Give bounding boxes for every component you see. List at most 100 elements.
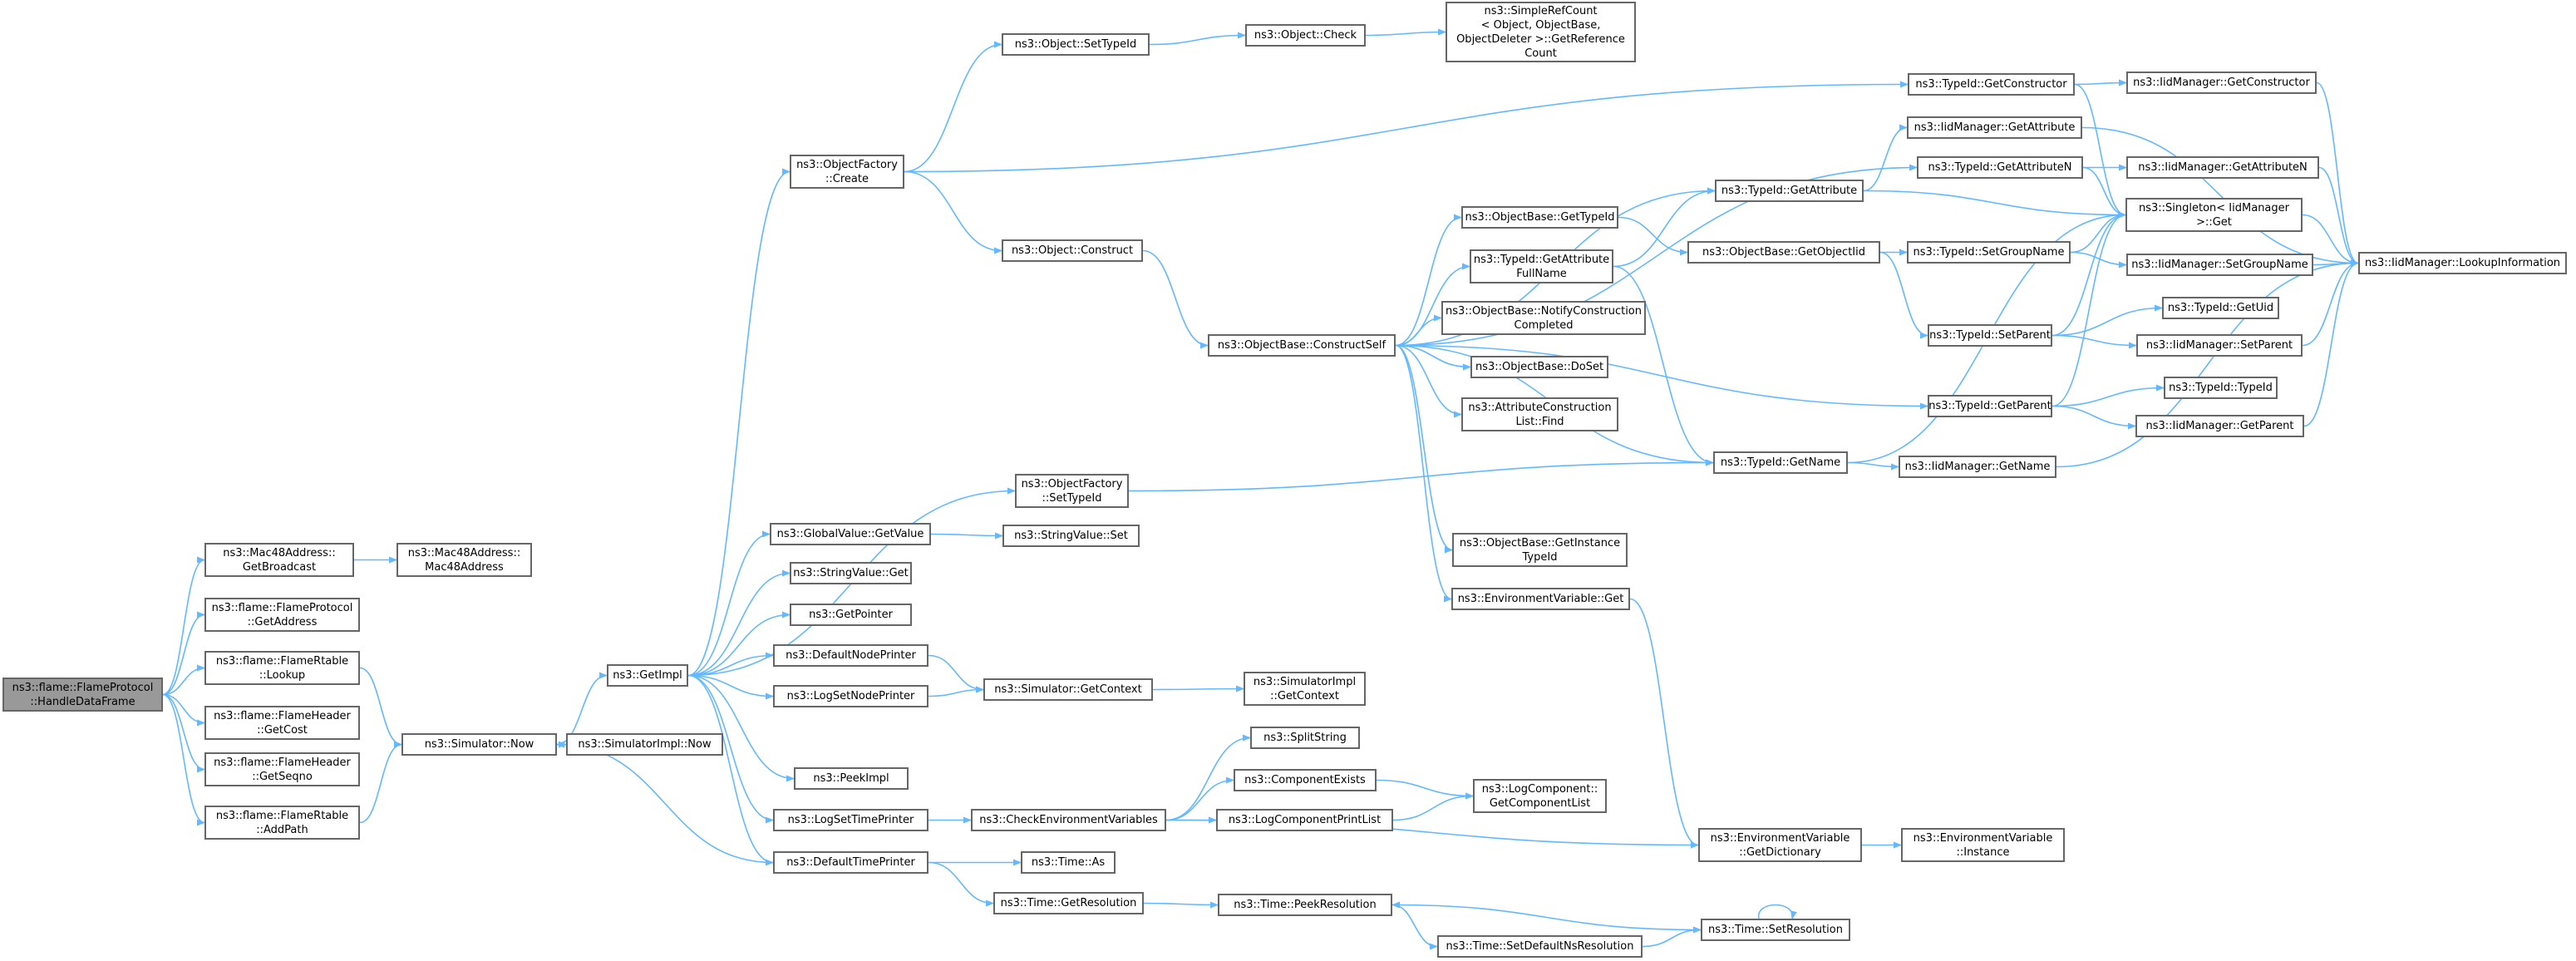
node-iid-getattributen[interactable]: ns3::IidManager::GetAttributeN (2126, 156, 2319, 179)
node-obj-construct[interactable]: ns3::Object::Construct (1002, 239, 1143, 262)
node-ob-doset[interactable]: ns3::ObjectBase::DoSet (1470, 356, 1608, 378)
node-envvar-getdict[interactable]: ns3::EnvironmentVariable::GetDictionary (1698, 828, 1862, 862)
node-of-create[interactable]: ns3::ObjectFactory::Create (790, 155, 904, 189)
node-ob-constructself[interactable]: ns3::ObjectBase::ConstructSelf (1208, 334, 1396, 357)
node-label-line: ns3::IidManager::GetAttribute (1914, 121, 2076, 134)
node-singleton-get[interactable]: ns3::Singleton< IidManager >::Get (2125, 198, 2303, 232)
node-tid-setgroupname[interactable]: ns3::TypeId::SetGroupName (1907, 241, 2071, 264)
edge-singleton-get-to-iid-lookupinfo (2302, 214, 2359, 267)
node-defaulttimeprinter[interactable]: ns3::DefaultTimePrinter (773, 851, 928, 874)
node-of-settypeid[interactable]: ns3::ObjectFactory::SetTypeId (1015, 474, 1129, 508)
edge-root-to-frt-addpath (162, 693, 205, 826)
node-componentexists[interactable]: ns3::ComponentExists (1234, 769, 1377, 791)
node-iid-getattribute[interactable]: ns3::IidManager::GetAttribute (1907, 116, 2082, 139)
edge-obj-settypeid-to-obj-check (1149, 32, 1246, 46)
node-frt-lookup[interactable]: ns3::flame::FlameRtable::Lookup (204, 651, 360, 685)
edge-tid-setgroupname-to-iid-setgroupname (2070, 251, 2127, 269)
node-label-line: ns3::IidManager::GetConstructor (2133, 76, 2310, 89)
node-logsettimeprinter[interactable]: ns3::LogSetTimePrinter (773, 809, 928, 831)
edge-getimpl-to-sv-get (687, 569, 791, 677)
edge-root-to-frt-lookup (162, 664, 205, 696)
node-frt-addpath[interactable]: ns3::flame::FlameRtable::AddPath (204, 806, 360, 840)
node-tid-getattribute[interactable]: ns3::TypeId::GetAttribute (1715, 180, 1864, 202)
node-tid-getattributen[interactable]: ns3::TypeId::GetAttributeN (1917, 156, 2083, 179)
node-ob-gettypeid[interactable]: ns3::ObjectBase::GetTypeId (1461, 206, 1618, 229)
node-tid-getconstructor[interactable]: ns3::TypeId::GetConstructor (1908, 73, 2075, 96)
edge-envvar-get-to-envvar-getdict (1629, 598, 1699, 849)
node-iid-setgroupname[interactable]: ns3::IidManager::SetGroupName (2126, 254, 2313, 276)
node-logcomp-getlist[interactable]: ns3::LogComponent::GetComponentList (1473, 779, 1607, 813)
node-obj-check[interactable]: ns3::Object::Check (1245, 24, 1366, 47)
node-iid-getparent[interactable]: ns3::IidManager::GetParent (2135, 415, 2304, 437)
node-getpointer[interactable]: ns3::GetPointer (790, 604, 912, 626)
edge-root-to-fh-getcost (162, 693, 205, 727)
node-mac-getbroadcast[interactable]: ns3::Mac48Address::GetBroadcast (204, 543, 354, 577)
node-obj-settypeid[interactable]: ns3::Object::SetTypeId (1002, 33, 1150, 56)
node-sv-get[interactable]: ns3::StringValue::Get (790, 562, 912, 584)
node-label-line: ns3::IidManager::GetName (1904, 461, 2051, 473)
node-checkenvvars[interactable]: ns3::CheckEnvironmentVariables (971, 809, 1166, 831)
node-time-setresolution[interactable]: ns3::Time::SetResolution (1701, 919, 1850, 941)
node-label-line: ns3::TypeId::GetAttributeN (1928, 161, 2072, 174)
node-logsetnodeprinter[interactable]: ns3::LogSetNodePrinter (773, 685, 928, 707)
node-tid-setparent[interactable]: ns3::TypeId::SetParent (1928, 324, 2052, 347)
node-label-line: TypeId (1522, 550, 1558, 564)
node-tid-getname[interactable]: ns3::TypeId::GetName (1713, 451, 1848, 474)
node-peekimpl[interactable]: ns3::PeekImpl (794, 767, 909, 790)
node-label-line: ns3::Simulator::Now (424, 738, 534, 751)
node-sim-getcontext[interactable]: ns3::Simulator::GetContext (983, 678, 1153, 701)
node-label-line: ns3::EnvironmentVariable (1710, 831, 1850, 845)
node-iid-lookupinfo[interactable]: ns3::IidManager::LookupInformation (2358, 252, 2567, 274)
node-defaultnodeprinter[interactable]: ns3::DefaultNodePrinter (773, 644, 928, 667)
node-envvar-get[interactable]: ns3::EnvironmentVariable::Get (1451, 588, 1630, 610)
node-tid-typeid[interactable]: ns3::TypeId::TypeId (2164, 377, 2278, 399)
node-label-line: ns3::flame::FlameRtable (215, 809, 349, 822)
node-iid-getname[interactable]: ns3::IidManager::GetName (1899, 456, 2056, 478)
node-mac-ctor[interactable]: ns3::Mac48Address::Mac48Address (396, 543, 532, 577)
node-label-line: ns3::GetPointer (809, 609, 893, 621)
edge-ob-getobjectiid-to-tid-setparent (1879, 251, 1928, 339)
node-fh-getseqno[interactable]: ns3::flame::FlameHeader::GetSeqno (204, 752, 360, 786)
edge-ob-constructself-to-tid-getparent (1395, 344, 1928, 410)
node-splitstring[interactable]: ns3::SplitString (1250, 727, 1360, 749)
node-srefcount[interactable]: ns3::SimpleRefCount< Object, ObjectBase,… (1446, 2, 1636, 62)
node-iid-getconstructor[interactable]: ns3::IidManager::GetConstructor (2126, 71, 2317, 94)
node-envvar-instance[interactable]: ns3::EnvironmentVariable::Instance (1901, 828, 2065, 862)
node-time-setdefaultns[interactable]: ns3::Time::SetDefaultNsResolution (1437, 935, 1643, 958)
node-label-line: ::GetAddress (247, 615, 318, 628)
node-simimpl-now[interactable]: ns3::SimulatorImpl::Now (566, 733, 723, 756)
node-label-line: ns3::TypeId::GetParent (1928, 400, 2051, 412)
edge-checkenvvars-to-componentexists (1165, 776, 1234, 821)
node-logcomponentprintlist[interactable]: ns3::LogComponentPrintList (1216, 809, 1393, 831)
edge-tid-setparent-to-iid-setparent (2051, 334, 2137, 349)
node-sv-set[interactable]: ns3::StringValue::Set (1002, 525, 1140, 547)
node-time-getresolution[interactable]: ns3::Time::GetResolution (993, 892, 1144, 914)
edge-frt-addpath-to-sim-now (359, 741, 402, 824)
node-gv-getvalue[interactable]: ns3::GlobalValue::GetValue (770, 523, 931, 545)
node-time-peekresolution[interactable]: ns3::Time::PeekResolution (1218, 894, 1392, 916)
edge-of-create-to-obj-construct (904, 170, 1002, 254)
edge-getimpl-to-of-create (687, 168, 791, 677)
edge-tid-getattribute-to-singleton-get (1863, 190, 2126, 219)
node-tid-getparent[interactable]: ns3::TypeId::GetParent (1928, 395, 2052, 417)
node-fp-getaddress[interactable]: ns3::flame::FlameProtocol::GetAddress (204, 598, 360, 632)
edge-root-to-fh-getseqno (162, 693, 205, 773)
edge-iid-getconstructor-to-iid-lookupinfo (2316, 81, 2359, 267)
node-ob-getobjectiid[interactable]: ns3::ObjectBase::GetObjectIid (1687, 241, 1880, 264)
node-label-line: ns3::TypeId::GetUid (2167, 302, 2274, 314)
node-time-as[interactable]: ns3::Time::As (1021, 851, 1116, 874)
node-sim-now[interactable]: ns3::Simulator::Now (401, 733, 557, 756)
node-label-line: ns3::Time::PeekResolution (1234, 899, 1377, 911)
edge-time-setresolution-to-time-peekresolution (1391, 901, 1702, 931)
node-simimpl-getcontext[interactable]: ns3::SimulatorImpl::GetContext (1244, 672, 1366, 706)
node-iid-setparent[interactable]: ns3::IidManager::SetParent (2136, 334, 2303, 357)
edge-tid-setparent-to-tid-getuid (2051, 304, 2163, 337)
node-label-line: ns3::TypeId::SetParent (1929, 329, 2051, 342)
node-fh-getcost[interactable]: ns3::flame::FlameHeader::GetCost (204, 706, 360, 740)
node-tid-getuid[interactable]: ns3::TypeId::GetUid (2162, 297, 2279, 319)
node-getimpl[interactable]: ns3::GetImpl (607, 664, 688, 687)
